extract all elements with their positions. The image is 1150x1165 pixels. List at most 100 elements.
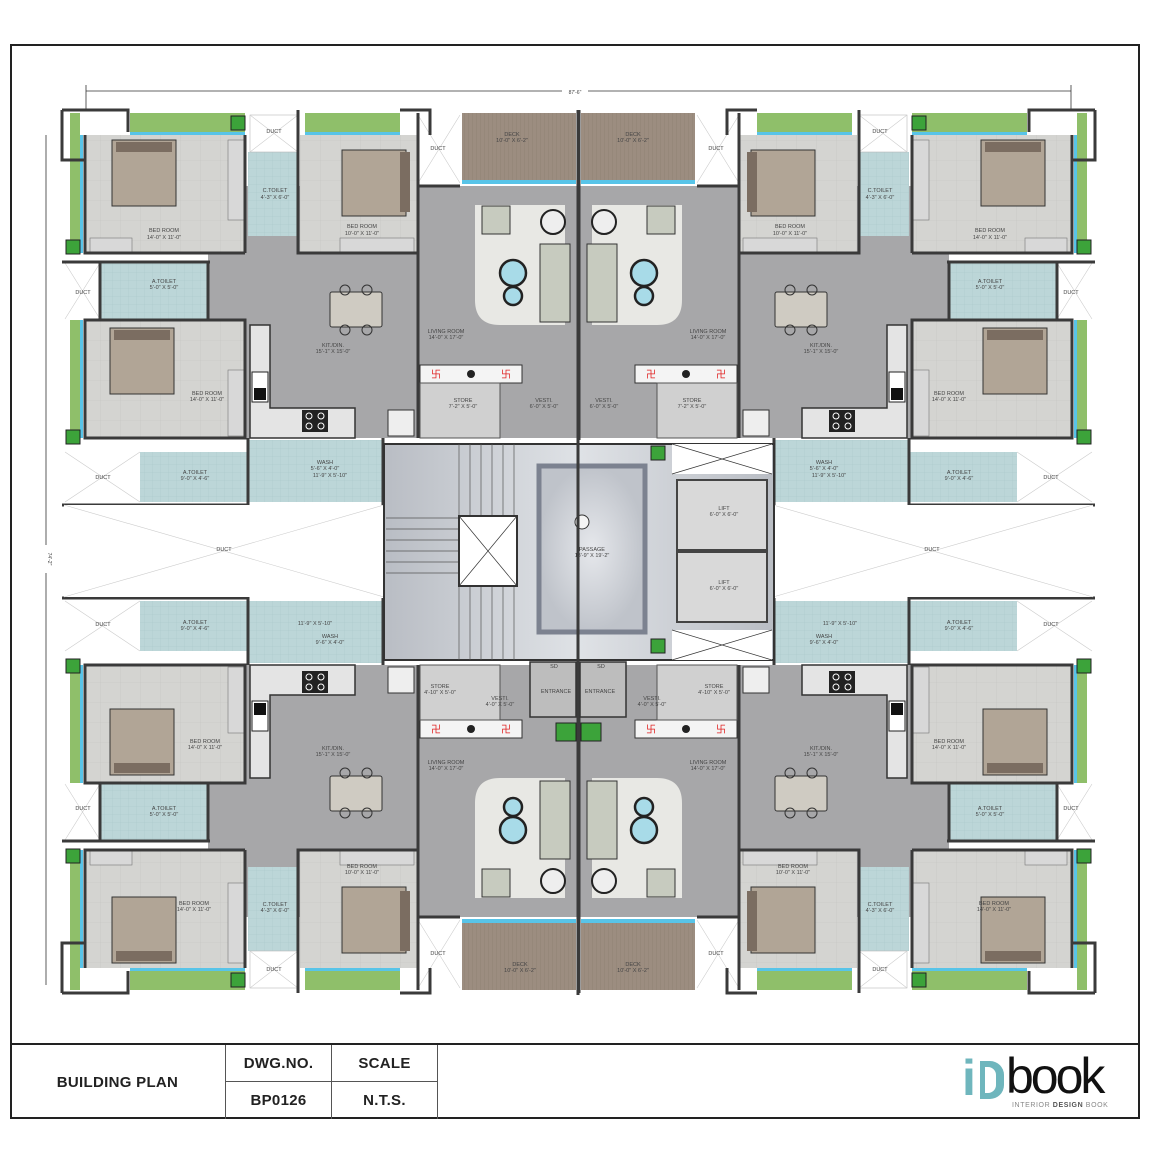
svg-text:14'-0" X 11'-0": 14'-0" X 11'-0" — [932, 397, 966, 403]
svg-text:DUCT: DUCT — [1043, 622, 1059, 628]
svg-text:10'-0" X 6'-2": 10'-0" X 6'-2" — [617, 968, 649, 974]
svg-text:A.TOILET: A.TOILET — [978, 806, 1003, 812]
svg-text:14'-0" X 11'-0": 14'-0" X 11'-0" — [932, 745, 966, 751]
svg-text:WASH: WASH — [317, 460, 333, 466]
svg-text:4'-3" X 6'-0": 4'-3" X 6'-0" — [866, 908, 895, 914]
svg-text:A.TOILET: A.TOILET — [947, 470, 972, 476]
svg-text:VESTI.: VESTI. — [643, 696, 661, 702]
dimension-width: 87'-6" — [85, 85, 1072, 110]
room-size: 14'-0" X 11'-0" — [147, 235, 181, 241]
svg-text:7'-2" X 5'-0": 7'-2" X 5'-0" — [449, 404, 478, 410]
svg-text:10'-0" X 6'-2": 10'-0" X 6'-2" — [496, 138, 528, 144]
svg-text:VESTI.: VESTI. — [535, 398, 553, 404]
svg-text:10'-0" X 11'-0": 10'-0" X 11'-0" — [776, 870, 810, 876]
svg-text:BED ROOM: BED ROOM — [179, 901, 209, 907]
dwg-no-label: DWG.NO. — [226, 1045, 332, 1082]
svg-text:14'-0" X 17'-0": 14'-0" X 17'-0" — [691, 335, 726, 341]
svg-text:11'-9" X 5'-10": 11'-9" X 5'-10" — [812, 473, 846, 479]
labels-nw: BED ROOM 14'-0" X 11'-0" BED ROOM 10'-0"… — [75, 129, 558, 482]
svg-text:14'-0" X 17'-0": 14'-0" X 17'-0" — [429, 766, 464, 772]
svg-text:C.TOILET: C.TOILET — [868, 188, 893, 194]
svg-text:15'-1" X 15'-0": 15'-1" X 15'-0" — [804, 349, 839, 355]
svg-text:BED ROOM: BED ROOM — [775, 224, 805, 230]
svg-text:STORE: STORE — [454, 398, 473, 404]
svg-text:WASH: WASH — [322, 634, 338, 640]
svg-text:LIVING ROOM: LIVING ROOM — [428, 760, 465, 766]
svg-text:15'-1" X 15'-0": 15'-1" X 15'-0" — [316, 752, 351, 758]
svg-text:DUCT: DUCT — [266, 129, 282, 135]
svg-text:DUCT: DUCT — [872, 967, 888, 973]
svg-text:DUCT: DUCT — [1063, 290, 1079, 296]
svg-text:15'-1" X 15'-0": 15'-1" X 15'-0" — [804, 752, 839, 758]
svg-text:KIT./DIN.: KIT./DIN. — [322, 343, 344, 349]
svg-text:4'-10" X 5'-0": 4'-10" X 5'-0" — [424, 690, 456, 696]
svg-text:4'-3" X 6'-0": 4'-3" X 6'-0" — [261, 195, 290, 201]
svg-text:DECK: DECK — [625, 132, 641, 138]
svg-text:STORE: STORE — [705, 684, 724, 690]
svg-text:5'-6" X 4'-0": 5'-6" X 4'-0" — [810, 466, 839, 472]
svg-text:KIT./DIN.: KIT./DIN. — [322, 746, 344, 752]
svg-text:10'-0" X 11'-0": 10'-0" X 11'-0" — [345, 870, 379, 876]
svg-text:9'-0" X 4'-6": 9'-0" X 4'-6" — [945, 626, 974, 632]
svg-text:15'-1" X 15'-0": 15'-1" X 15'-0" — [316, 349, 351, 355]
logo-i-glyph: i — [962, 1050, 976, 1106]
svg-text:DUCT: DUCT — [430, 951, 446, 957]
svg-text:WASH: WASH — [816, 634, 832, 640]
svg-text:STORE: STORE — [683, 398, 702, 404]
dwg-no-value: BP0126 — [226, 1082, 332, 1119]
svg-text:BED ROOM: BED ROOM — [934, 391, 964, 397]
svg-text:A.TOILET: A.TOILET — [183, 620, 208, 626]
svg-text:14'-0" X 11'-0": 14'-0" X 11'-0" — [177, 907, 211, 913]
svg-text:LIVING ROOM: LIVING ROOM — [690, 329, 727, 335]
svg-text:4'-3" X 6'-0": 4'-3" X 6'-0" — [866, 195, 895, 201]
svg-text:BED ROOM: BED ROOM — [192, 391, 222, 397]
svg-text:11'-9" X 5'-10": 11'-9" X 5'-10" — [823, 621, 857, 627]
svg-text:9'-0" X 4'-6": 9'-0" X 4'-6" — [181, 476, 210, 482]
svg-text:KIT./DIN.: KIT./DIN. — [810, 343, 832, 349]
logo-d-glyph — [980, 1061, 1004, 1099]
svg-text:C.TOILET: C.TOILET — [263, 902, 288, 908]
svg-text:7'-2" X 5'-0": 7'-2" X 5'-0" — [678, 404, 707, 410]
svg-text:DUCT: DUCT — [75, 806, 91, 812]
svg-text:10'-0" X 11'-0": 10'-0" X 11'-0" — [345, 231, 379, 237]
room-name: BED ROOM — [149, 228, 179, 234]
svg-text:4'-0" X 5'-0": 4'-0" X 5'-0" — [638, 702, 667, 708]
svg-text:C.TOILET: C.TOILET — [263, 188, 288, 194]
svg-text:BED ROOM: BED ROOM — [190, 739, 220, 745]
svg-text:9'-6" X 4'-0": 9'-6" X 4'-0" — [316, 640, 345, 646]
labels-sw: BED ROOM 14'-0" X 11'-0" BED ROOM 10'-0"… — [75, 620, 536, 974]
svg-text:BED ROOM: BED ROOM — [975, 228, 1005, 234]
svg-text:6'-0" X 5'-0": 6'-0" X 5'-0" — [590, 404, 619, 410]
dimension-depth: 74'-2" — [42, 135, 52, 985]
svg-text:DUCT: DUCT — [430, 146, 446, 152]
svg-text:LIFT: LIFT — [718, 580, 730, 586]
duct-east — [772, 504, 1094, 598]
svg-text:DUCT: DUCT — [95, 475, 111, 481]
svg-text:9'-0" X 4'-6": 9'-0" X 4'-6" — [945, 476, 974, 482]
svg-text:BED ROOM: BED ROOM — [778, 864, 808, 870]
svg-text:VESTI.: VESTI. — [491, 696, 509, 702]
svg-text:10'-0" X 6'-2": 10'-0" X 6'-2" — [504, 968, 536, 974]
svg-text:ENTRANCE: ENTRANCE — [541, 689, 572, 695]
svg-text:DUCT: DUCT — [708, 951, 724, 957]
svg-text:5'-0" X 5'-0": 5'-0" X 5'-0" — [976, 812, 1005, 818]
title-block: BUILDING PLAN DWG.NO. SCALE BP0126 N.T.S… — [10, 1043, 1140, 1119]
svg-text:10'-0" X 6'-2": 10'-0" X 6'-2" — [617, 138, 649, 144]
svg-text:A.TOILET: A.TOILET — [183, 470, 208, 476]
svg-text:14'-0" X 11'-0": 14'-0" X 11'-0" — [188, 745, 222, 751]
svg-text:13'-9" X 19'-2": 13'-9" X 19'-2" — [575, 553, 610, 559]
svg-text:KIT./DIN.: KIT./DIN. — [810, 746, 832, 752]
svg-text:BED ROOM: BED ROOM — [347, 864, 377, 870]
svg-text:C.TOILET: C.TOILET — [868, 902, 893, 908]
svg-text:DUCT: DUCT — [75, 290, 91, 296]
svg-text:14'-0" X 17'-0": 14'-0" X 17'-0" — [691, 766, 726, 772]
svg-text:5'-0" X 5'-0": 5'-0" X 5'-0" — [976, 285, 1005, 291]
svg-text:DUCT: DUCT — [216, 547, 232, 553]
svg-text:4'-3" X 6'-0": 4'-3" X 6'-0" — [261, 908, 290, 914]
scale-value: N.T.S. — [332, 1082, 438, 1119]
svg-text:DECK: DECK — [512, 962, 528, 968]
svg-text:BED ROOM: BED ROOM — [979, 901, 1009, 907]
svg-text:4'-0" X 5'-0": 4'-0" X 5'-0" — [486, 702, 515, 708]
svg-text:9'-0" X 4'-6": 9'-0" X 4'-6" — [181, 626, 210, 632]
svg-text:9'-6" X 4'-0": 9'-6" X 4'-0" — [810, 640, 839, 646]
